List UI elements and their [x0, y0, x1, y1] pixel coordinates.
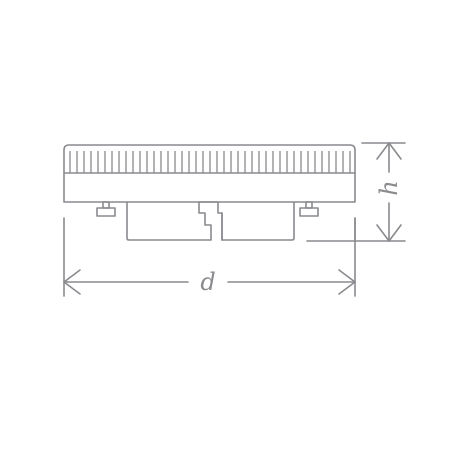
diameter-arrow-right [338, 269, 356, 295]
base-left-half [126, 201, 212, 241]
diameter-label: d [200, 268, 215, 296]
lamp-pins [96, 201, 319, 217]
base-right-half [198, 201, 295, 241]
right-pin-head [299, 207, 319, 217]
lamp-housing-outline [63, 144, 356, 203]
lamp-body [63, 144, 356, 203]
height-arrow-top [376, 142, 402, 160]
lamp-base [126, 201, 295, 241]
height-dimension: h [306, 142, 406, 242]
diameter-dimension: d [63, 217, 356, 297]
height-label: h [375, 180, 403, 195]
height-arrow-bottom [376, 224, 402, 242]
left-pin-head [96, 207, 116, 217]
cooling-fins [69, 151, 351, 173]
left-pin-stem [102, 201, 110, 209]
right-pin-stem [305, 201, 313, 209]
diameter-arrow-left [63, 269, 81, 295]
